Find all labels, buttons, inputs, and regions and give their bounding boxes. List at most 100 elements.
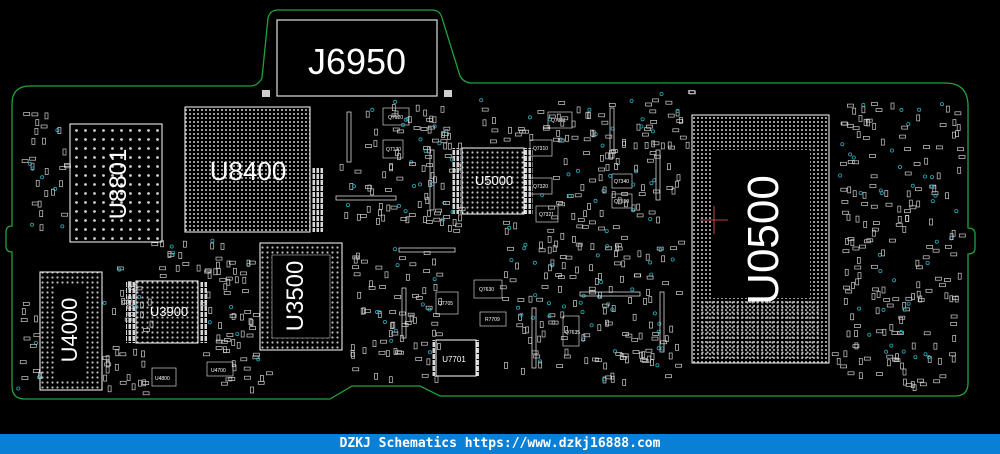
passive-component	[623, 255, 631, 260]
passive-component	[886, 303, 894, 308]
chip-u0500[interactable]: U0500	[691, 114, 830, 364]
u5000-label: U5000	[475, 173, 513, 188]
chip-u3900[interactable]: U3900	[126, 280, 208, 344]
passive-component	[624, 200, 628, 208]
passive-component	[440, 105, 445, 113]
passive-component	[62, 148, 67, 156]
via-marker	[229, 304, 234, 309]
passive-component	[448, 168, 456, 173]
via-marker	[930, 175, 935, 180]
passive-component	[605, 134, 613, 139]
passive-component	[248, 260, 256, 265]
chip-u7701[interactable]: U7701	[432, 339, 480, 377]
passive-component	[605, 375, 612, 380]
passive-component	[858, 115, 863, 122]
via-marker	[649, 272, 654, 277]
passive-component	[872, 123, 877, 130]
passive-component	[605, 152, 610, 160]
passive-component	[852, 126, 860, 131]
passive-component	[958, 155, 966, 159]
passive-component	[676, 119, 684, 123]
passive-component	[915, 259, 920, 267]
passive-component	[584, 357, 589, 365]
via-marker	[899, 329, 904, 334]
passive-component	[656, 216, 660, 224]
passive-component	[503, 137, 511, 142]
passive-component	[509, 278, 517, 283]
via-marker	[134, 304, 139, 309]
passive-component	[881, 286, 886, 294]
passive-component	[115, 349, 120, 357]
passive-component	[219, 277, 227, 282]
via-marker	[659, 92, 664, 97]
passive-component	[648, 210, 656, 215]
passive-component	[167, 252, 175, 257]
chip-u3500[interactable]: U3500	[259, 242, 343, 351]
passive-component	[916, 114, 921, 122]
passive-component	[870, 204, 878, 209]
passive-component	[447, 142, 452, 150]
passive-component	[433, 176, 437, 184]
passive-component	[257, 380, 265, 385]
chip-u8400[interactable]: U8400	[184, 106, 324, 233]
chip-u4000[interactable]: U4000	[39, 271, 103, 391]
passive-component	[945, 105, 950, 113]
passive-component	[910, 381, 915, 388]
passive-component	[234, 276, 239, 284]
connector-strip	[609, 107, 615, 159]
passive-component	[133, 348, 138, 356]
via-marker	[925, 260, 930, 265]
via-marker	[934, 239, 939, 244]
passive-component	[119, 380, 127, 385]
passive-component	[564, 348, 569, 356]
passive-component	[901, 125, 909, 130]
passive-component	[950, 314, 958, 319]
passive-component	[541, 285, 549, 289]
passive-component	[852, 160, 859, 165]
passive-component	[406, 273, 410, 281]
passive-component	[431, 321, 439, 326]
passive-component	[548, 313, 556, 318]
passive-component	[390, 205, 398, 210]
passive-component	[925, 288, 933, 293]
via-marker	[917, 107, 922, 112]
via-marker	[658, 247, 663, 252]
passive-component	[354, 169, 362, 174]
passive-component	[22, 302, 30, 306]
passive-component	[389, 164, 393, 172]
via-marker	[60, 224, 65, 229]
q7630-label: Q7630	[479, 287, 494, 293]
passive-component	[400, 217, 408, 221]
passive-component	[852, 107, 857, 115]
passive-component	[583, 137, 591, 142]
passive-component	[396, 176, 404, 181]
passive-component	[621, 260, 626, 268]
via-marker	[395, 263, 400, 268]
passive-component	[29, 343, 37, 348]
passive-component	[560, 336, 568, 340]
j6950-label: J6950	[308, 41, 406, 82]
passive-component	[225, 276, 233, 281]
passive-component	[373, 140, 378, 147]
passive-component	[591, 130, 596, 138]
passive-component	[525, 326, 529, 334]
passive-component	[433, 284, 438, 291]
passive-component	[557, 138, 565, 143]
passive-component	[391, 331, 399, 336]
passive-component	[105, 355, 110, 363]
passive-component	[374, 128, 379, 136]
via-marker	[533, 293, 538, 298]
passive-component	[625, 356, 629, 364]
passive-component	[955, 130, 959, 137]
connector-j6950[interactable]: J6950	[262, 19, 452, 97]
connector-strip	[398, 247, 456, 253]
passive-component	[583, 151, 590, 155]
chip-u5000[interactable]: U5000	[452, 147, 533, 215]
via-marker	[884, 349, 889, 354]
passive-component	[417, 201, 422, 208]
via-marker	[629, 98, 634, 103]
passive-component	[876, 329, 883, 334]
passive-component	[893, 358, 901, 363]
chip-u8801[interactable]: U8801	[69, 123, 163, 243]
passive-component	[141, 350, 145, 358]
